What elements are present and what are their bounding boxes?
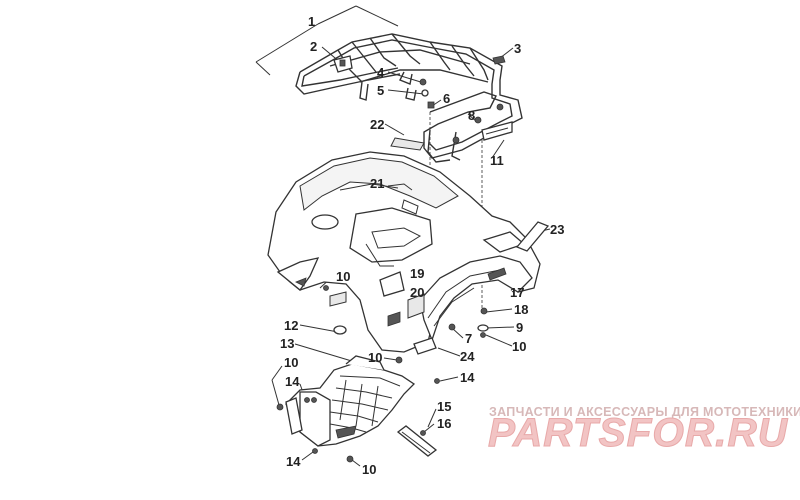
callout-12: 12 <box>284 318 298 333</box>
callout-10-e: 10 <box>362 462 376 477</box>
callout-13: 13 <box>280 336 294 351</box>
callout-19: 19 <box>410 266 424 281</box>
callout-14-b: 14 <box>460 370 475 385</box>
callout-18: 18 <box>514 302 528 317</box>
callout-16: 16 <box>437 416 451 431</box>
callout-15: 15 <box>437 399 451 414</box>
footwell-hardware <box>276 378 440 463</box>
callout-22: 22 <box>370 117 384 132</box>
decal-23 <box>515 221 550 252</box>
watermark-caption: ЗАПЧАСТИ И АКСЕССУАРЫ ДЛЯ МОТОТЕХНИКИ <box>489 405 800 419</box>
decal-22 <box>390 137 425 151</box>
callout-6: 6 <box>443 91 450 106</box>
callout-2: 2 <box>310 39 317 54</box>
callout-14-a: 14 <box>285 374 300 389</box>
callout-10-d: 10 <box>284 355 298 370</box>
callout-17: 17 <box>510 285 524 300</box>
fender-hardware <box>333 307 489 364</box>
callout-10-b: 10 <box>512 339 526 354</box>
step-rail <box>396 425 438 457</box>
callout-4: 4 <box>377 65 385 80</box>
callout-8: 8 <box>468 108 475 123</box>
callout-20: 20 <box>410 285 424 300</box>
callout-23: 23 <box>550 222 564 237</box>
callout-1: 1 <box>308 14 315 29</box>
callout-24: 24 <box>460 349 475 364</box>
callout-11: 11 <box>490 153 504 168</box>
rear-fender <box>267 151 541 353</box>
callout-14-c: 14 <box>286 454 301 469</box>
callout-7: 7 <box>465 331 472 346</box>
watermark-logo: PARTSFOR.RU <box>488 411 788 455</box>
callout-10-c: 10 <box>368 350 382 365</box>
watermark: ЗАПЧАСТИ И АКСЕССУАРЫ ДЛЯ МОТОТЕХНИКИ PA… <box>488 405 800 456</box>
callout-9: 9 <box>516 320 523 335</box>
rear-rack <box>295 33 523 163</box>
footwell <box>285 355 416 447</box>
callout-3: 3 <box>514 41 521 56</box>
callouts: 1 2 3 4 5 6 8 11 22 21 23 10 19 20 17 18… <box>280 14 564 477</box>
callout-5: 5 <box>377 83 384 98</box>
callout-10-a: 10 <box>336 269 350 284</box>
callout-21: 21 <box>370 176 384 191</box>
